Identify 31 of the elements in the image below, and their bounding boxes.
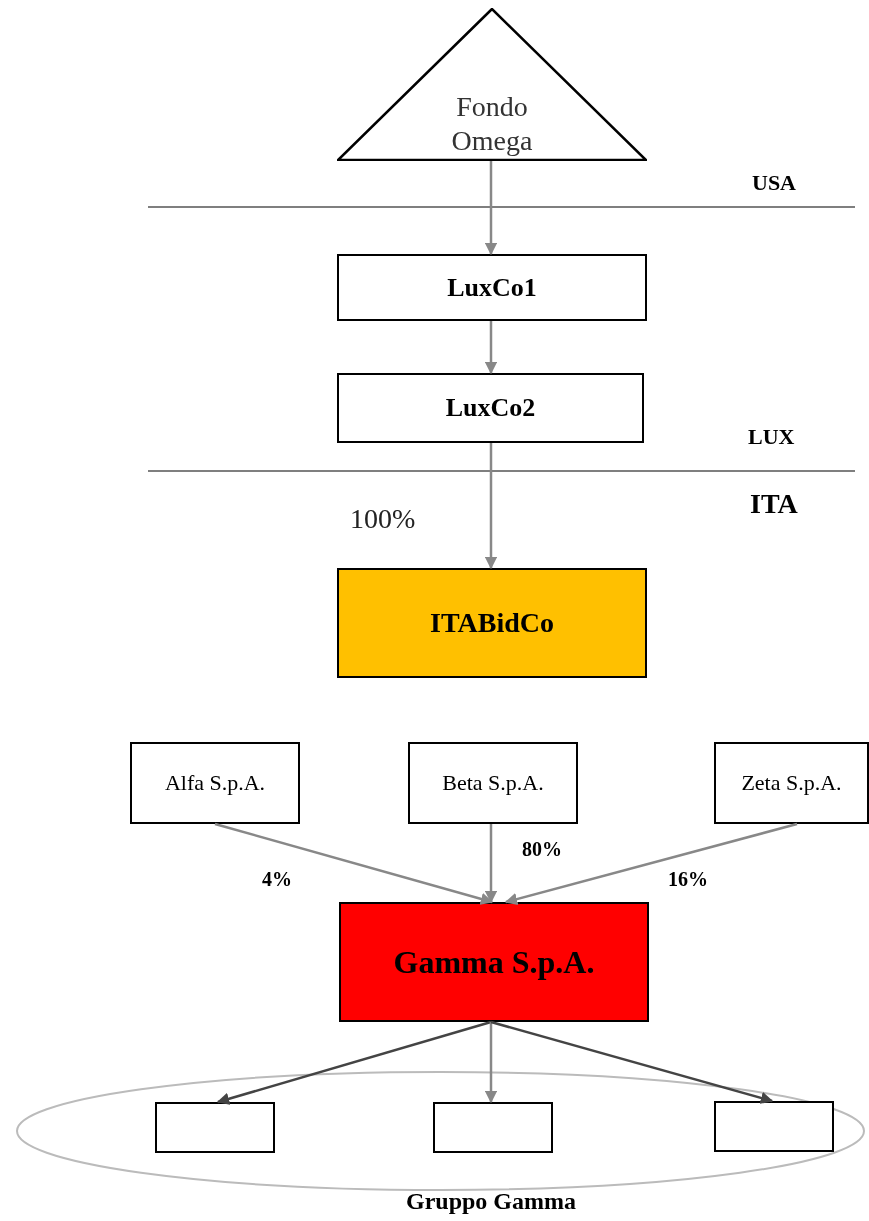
empty-box xyxy=(155,1102,275,1153)
company-box xyxy=(130,742,300,824)
company-name: Alfa S.p.A. xyxy=(164,770,266,796)
arrow xyxy=(484,161,498,256)
company-box xyxy=(714,742,869,824)
empty-box xyxy=(714,1101,834,1152)
company-box xyxy=(337,254,647,321)
empty-box xyxy=(433,1102,553,1153)
group-name: Gruppo Gamma xyxy=(405,1188,577,1215)
company-name: LuxCo1 xyxy=(447,272,537,303)
company-box xyxy=(337,373,644,443)
company-name: Zeta S.p.A. xyxy=(741,770,842,796)
country-label: ITA xyxy=(750,488,798,520)
company-box xyxy=(337,568,647,678)
company-name: ITABidCo xyxy=(430,607,554,639)
arrow xyxy=(504,822,798,906)
arrow xyxy=(484,321,498,375)
country-label: USA xyxy=(752,170,796,196)
company-name: Gamma S.p.A. xyxy=(393,943,595,981)
arrow xyxy=(484,1022,498,1104)
company-box xyxy=(408,742,578,824)
arrow xyxy=(484,824,498,904)
fund-name: Fondo Omega xyxy=(450,90,534,158)
country-label: LUX xyxy=(748,424,795,450)
company-name: LuxCo2 xyxy=(445,393,536,423)
company-box xyxy=(339,902,649,1022)
arrow xyxy=(490,1020,774,1104)
arrow xyxy=(484,443,498,570)
company-name: Beta S.p.A. xyxy=(442,770,544,796)
arrow xyxy=(214,822,494,905)
arrow xyxy=(216,1020,492,1105)
